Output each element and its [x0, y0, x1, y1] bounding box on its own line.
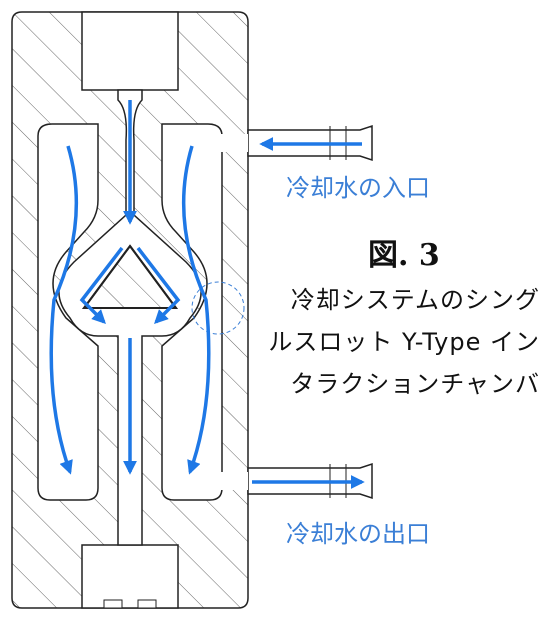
flow-arrows — [49, 100, 365, 489]
flow-arrow-icon — [181, 145, 211, 475]
bottom-port — [81, 544, 179, 609]
detail-circle — [191, 281, 245, 335]
caption-line-3: タラクションチャンバ — [290, 370, 540, 398]
flow-arrow-icon — [79, 246, 124, 324]
flow-arrow-icon — [136, 246, 181, 324]
caption-line-1: 冷却システムのシング — [290, 286, 540, 314]
caption-line-2: ルスロット Y-Type イン — [268, 328, 540, 356]
flow-arrow-icon — [49, 145, 79, 475]
figure-number: 図. 3 — [368, 238, 440, 273]
inlet-label: 冷却水の入口 — [286, 174, 430, 202]
top-port — [81, 11, 179, 91]
y-channel — [58, 89, 202, 546]
outlet-label: 冷却水の出口 — [286, 520, 430, 548]
